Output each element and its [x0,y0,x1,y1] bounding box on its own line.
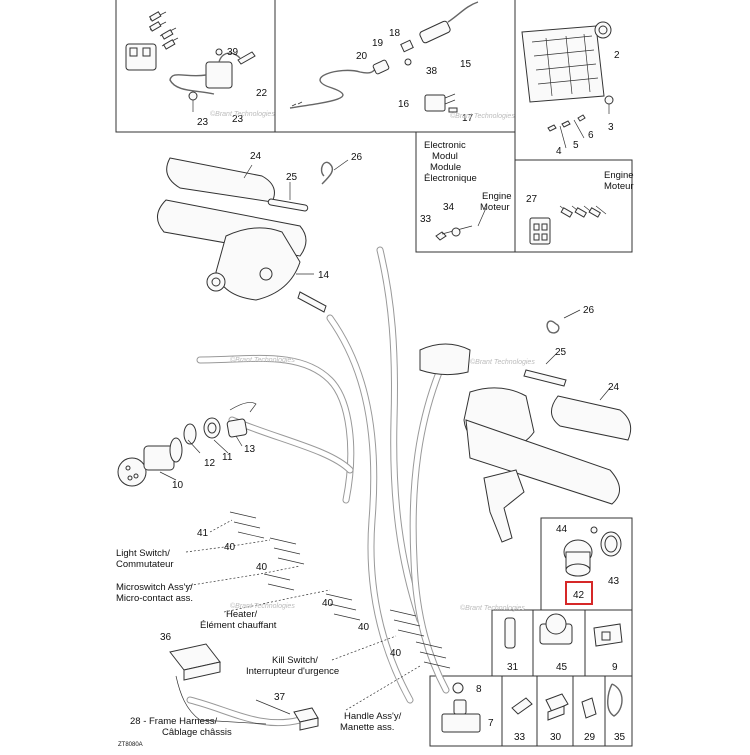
callout-41: 41 [197,528,209,539]
box-parts [504,613,623,649]
engine-connector-inset [529,205,607,245]
light-switch-label-1: Light Switch/ [116,548,170,559]
detail-frames [115,0,633,747]
handle-label-2: Manette ass. [340,722,394,733]
callout-23: 23 [197,117,209,128]
callout-20: 20 [356,51,368,62]
watermark-3: ©Brant Technologies [230,356,295,364]
connector-assembly-22 [125,11,256,112]
callout-25-right: 25 [555,347,567,358]
right-handlebar [419,320,632,543]
heater-label-1: Heater/ [226,609,258,620]
callout-8: 8 [476,684,482,695]
electronic-module-label-4: Électronique [424,173,477,184]
callout-32: 33 [514,732,526,743]
callout-12: 12 [204,458,216,469]
kill-switch-label-2: Interrupteur d'urgence [246,666,339,677]
connector-clusters [229,511,451,669]
watermark-2: ©Brant Technologies [450,112,515,120]
callout-labels: 39 22 23 23 20 19 18 38 15 16 17 2 3 4 5… [116,28,634,743]
callout-26-left: 26 [351,152,363,163]
callout-40-e: 40 [390,648,402,659]
watermark-6: ©Brant Technologies [460,604,525,612]
figure-code: ZT8080A [118,742,143,748]
callout-19: 19 [372,38,384,49]
callout-13: 13 [244,444,256,455]
light-switch-label-2: Commutateur [116,559,174,570]
callout-35: 35 [614,732,626,743]
callout-40-a: 40 [224,542,236,553]
callout-4: 4 [556,146,562,157]
electronic-module-label-2: Modul [432,151,458,162]
engine-inset-label-2: Moteur [604,181,634,192]
callout-15: 15 [460,59,472,70]
watermarks: ©Brant Technologies ©Brant Technologies … [118,110,535,748]
callout-37: 37 [274,692,286,703]
highlight-box-42 [565,581,593,605]
callout-39: 39 [227,47,239,58]
leader-lines [159,159,611,725]
callout-25-left: 25 [286,172,298,183]
callout-40-c: 40 [322,598,334,609]
callout-26-right: 26 [583,305,595,316]
callout-16: 16 [398,99,410,110]
engine-label-2: Moteur [480,202,510,213]
callout-6: 6 [588,130,594,141]
bottom-box-parts [441,682,623,733]
callout-40-b: 40 [256,562,268,573]
callout-17: 17 [462,113,474,124]
callout-14: 14 [318,270,330,281]
callout-23b: 23 [232,114,244,125]
engine-label-1: Engine [482,191,512,202]
callout-7: 7 [488,718,494,729]
left-handlebar [157,157,334,313]
callout-45: 45 [556,662,568,673]
watermark-1: ©Brant Technologies [210,110,275,118]
callout-30: 30 [550,732,562,743]
callout-24-left: 24 [250,151,262,162]
callout-42: 42 [573,590,585,601]
watermark-4: ©Brant Technologies [470,358,535,366]
watermark-5: ©Brant Technologies [230,602,295,610]
electronic-module-label-1: Electronic [424,140,466,151]
callout-34: 34 [443,202,455,213]
microswitch-label-1: Microswitch Ass'y/ [116,582,193,593]
callout-44: 44 [556,524,568,535]
heater-label-2: Élément chauffant [200,620,277,631]
callout-33: 33 [420,214,432,225]
callout-11: 11 [222,452,233,463]
inset-right-parts [563,526,622,577]
callout-2: 2 [614,50,620,61]
callout-43: 43 [608,576,620,587]
wiring-harness [186,246,450,727]
callout-18: 18 [389,28,401,39]
kill-switch-label-1: Kill Switch/ [272,655,318,666]
callout-9: 9 [612,662,618,673]
engine-inset-label-1: Engine [604,170,634,181]
callout-5: 5 [573,140,579,151]
callout-22: 22 [256,88,268,99]
headlight-assembly [521,21,614,149]
callout-10: 10 [172,480,184,491]
callout-36: 36 [160,632,172,643]
callout-24-right: 24 [608,382,620,393]
callout-38: 38 [426,66,438,77]
callout-27: 27 [526,194,538,205]
electronic-module-label-3: Module [430,162,461,173]
handle-label-1: Handle Ass'y/ [344,711,402,722]
callout-31: 31 [507,662,519,673]
callout-29: 29 [584,732,596,743]
frame-harness-label-1: 28 - Frame Harness/ [130,716,217,727]
electronic-module-inset [435,207,487,241]
top-wiring-assembly [289,1,479,113]
key-switch-assembly [117,402,257,487]
frame-harness-label-2: Câblage châssis [162,727,232,738]
callout-3: 3 [608,122,614,133]
lower-left-parts [169,643,319,731]
microswitch-label-2: Micro-contact ass. [116,593,193,604]
callout-40-d: 40 [358,622,370,633]
